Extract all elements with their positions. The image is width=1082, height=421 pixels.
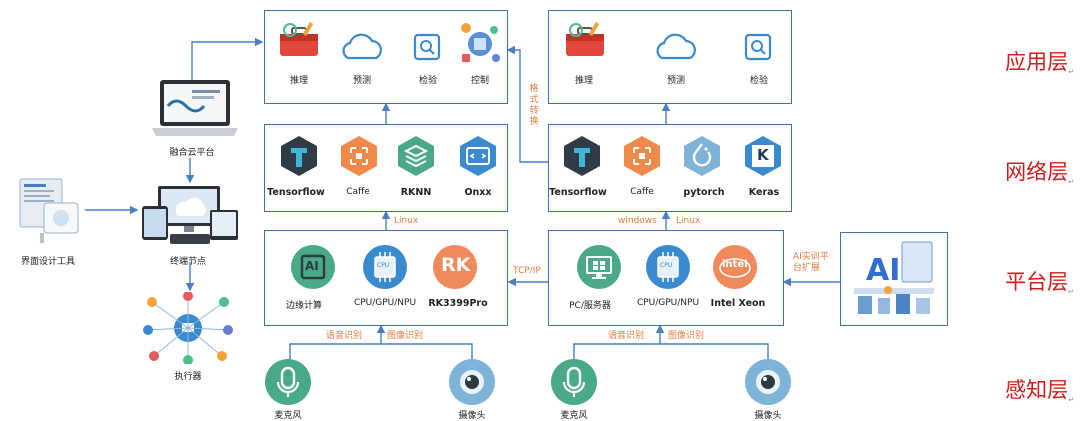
- camera-icon: [448, 358, 496, 406]
- svg-text:AI: AI: [866, 253, 900, 288]
- inspect-icon: [412, 32, 444, 64]
- intel-icon: [712, 244, 758, 290]
- ai-text: AI: [305, 259, 319, 273]
- voice-recog-note-right: 语音识别: [608, 331, 645, 341]
- left-net-label-0: Tensorflow: [267, 187, 325, 198]
- executor-label: 执行器: [174, 372, 202, 382]
- format-conversion-note: 格式转换: [529, 84, 539, 127]
- layer-platform-text: 平台层: [1005, 270, 1069, 294]
- tcpip-note: TCP/IP: [513, 266, 541, 276]
- rknn-icon: [396, 134, 436, 178]
- rk-text: RK: [441, 254, 471, 276]
- tensorflow-icon: [562, 134, 602, 178]
- rk-icon: [432, 244, 478, 290]
- ui-tool-label: 界面设计工具: [20, 257, 76, 267]
- tensorflow-icon: [279, 134, 319, 178]
- layer-perception-title: 感知层↵: [1005, 378, 1074, 404]
- inspect-icon: [743, 32, 775, 64]
- cloud-icon: [340, 30, 384, 64]
- caffe-icon: [339, 134, 379, 178]
- layer-net-text: 网络层: [1005, 160, 1069, 184]
- linux-note-right: Linux: [676, 216, 701, 226]
- left-app-label-1: 预测: [352, 76, 372, 86]
- layer-platform-title: 平台层↵: [1005, 270, 1074, 296]
- image-recog-note-right: 图像识别: [668, 331, 705, 341]
- right-plat-label-2: Intel Xeon: [710, 298, 766, 309]
- right-net-label-1: Caffe: [630, 187, 654, 197]
- left-plat-label-1: CPU/GPU/NPU: [353, 298, 417, 308]
- mic-label-left: 麦克风: [274, 411, 302, 421]
- ai-platform-illustration-icon: AI: [848, 238, 940, 320]
- devices-icon: [140, 184, 240, 246]
- cpu-icon: [362, 244, 408, 290]
- left-app-label-0: 推理: [289, 76, 309, 86]
- control-icon: [458, 20, 502, 66]
- cloud-icon: [654, 30, 698, 64]
- left-app-label-3: 控制: [470, 76, 490, 86]
- right-plat-label-0: PC/服务器: [569, 301, 611, 311]
- left-net-label-2: RKNN: [400, 187, 432, 198]
- microphone-icon: [550, 358, 598, 406]
- left-plat-label-0: 边缘计算: [285, 301, 323, 311]
- mic-label-right: 麦克风: [560, 411, 588, 421]
- right-net-label-3: Keras: [748, 187, 780, 198]
- linux-note-left: Linux: [394, 216, 419, 226]
- layer-app-title: 应用层↵: [1005, 50, 1074, 76]
- left-net-label-3: Onxx: [464, 187, 492, 198]
- cpu-icon: [645, 244, 691, 290]
- camera-icon: [744, 358, 792, 406]
- caffe-icon: [622, 134, 662, 178]
- keras-icon: [743, 134, 783, 178]
- pytorch-icon: [682, 134, 722, 178]
- inference-toolbox-icon: [276, 20, 322, 64]
- layer-net-title: 网络层↵: [1005, 160, 1074, 186]
- onnx-icon: [458, 134, 498, 178]
- right-app-label-1: 预测: [666, 76, 686, 86]
- left-net-label-1: Caffe: [346, 187, 370, 197]
- right-net-label-2: pytorch: [683, 187, 725, 198]
- terminal-label: 终端节点: [169, 257, 207, 267]
- executor-network-icon: [142, 291, 234, 365]
- layer-perception-text: 感知层: [1005, 378, 1069, 402]
- left-app-label-2: 检验: [418, 76, 438, 86]
- right-app-label-0: 推理: [574, 76, 594, 86]
- right-plat-label-1: CPU/GPU/NPU: [636, 298, 700, 308]
- camera-label-left: 摄像头: [458, 411, 486, 421]
- right-net-label-0: Tensorflow: [549, 187, 607, 198]
- cpu-text-right: CPU: [660, 262, 673, 269]
- inference-toolbox-icon: [562, 20, 608, 64]
- right-app-label-2: 检验: [749, 76, 769, 86]
- microphone-icon: [264, 358, 312, 406]
- pc-server-icon: [576, 244, 622, 290]
- keras-letter: K: [757, 146, 769, 164]
- layer-app-text: 应用层: [1005, 50, 1069, 74]
- cpu-text-left: CPU: [377, 262, 390, 269]
- camera-label-right: 摄像头: [754, 411, 782, 421]
- laptop-icon: [150, 78, 240, 140]
- fusion-cloud-label: 融合云平台: [169, 148, 215, 158]
- image-recog-note-left: 图像识别: [387, 331, 424, 341]
- voice-recog-note-left: 语音识别: [326, 331, 363, 341]
- left-plat-label-2: RK3399Pro: [428, 298, 488, 309]
- intel-text: intel: [722, 259, 748, 270]
- windows-note: windows: [618, 216, 657, 226]
- ui-design-tool-icon: [18, 175, 84, 245]
- edge-ai-icon: [290, 244, 336, 290]
- ai-extension-note: AI实训平台扩展: [793, 252, 829, 273]
